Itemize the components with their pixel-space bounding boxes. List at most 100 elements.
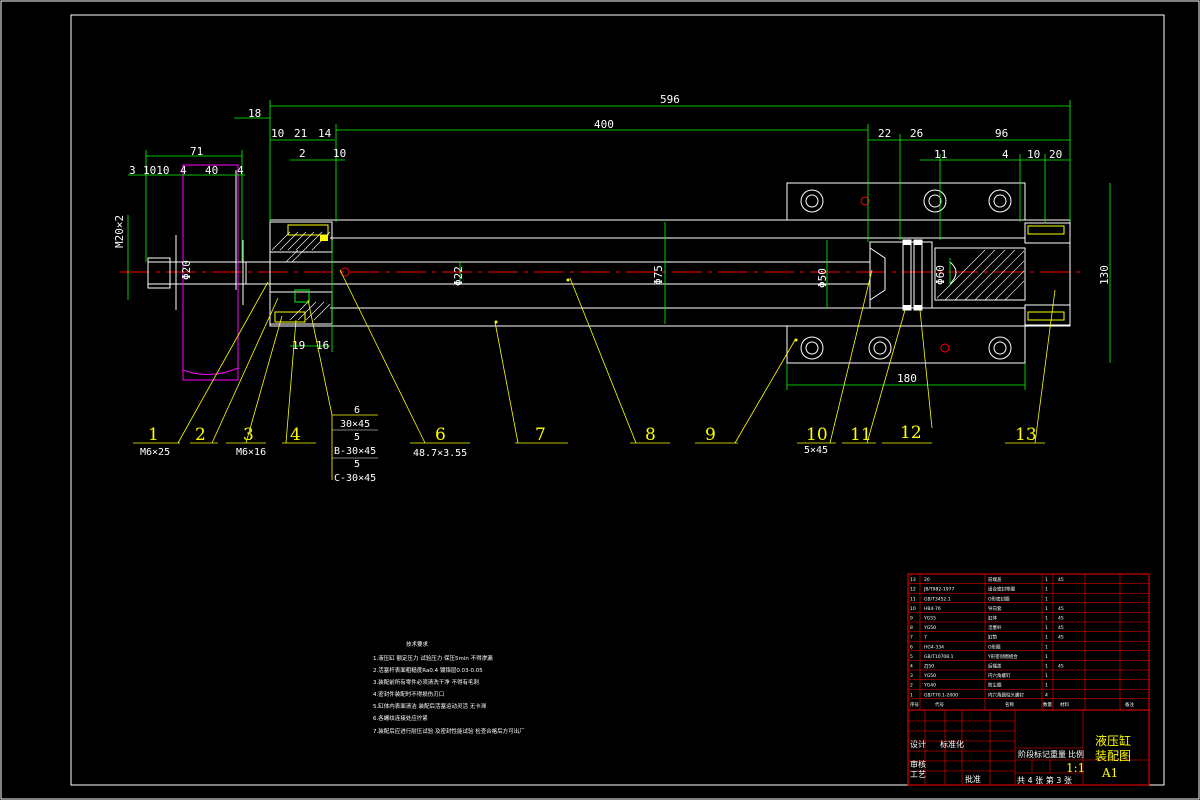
dim-2: 2 (299, 147, 306, 160)
bom-cell: 1 (910, 692, 913, 698)
svg-text:7.装配后应进行耐压试验 及密封性能试验 检查合格后方可出厂: 7.装配后应进行耐压试验 及密封性能试验 检查合格后方可出厂 (373, 727, 525, 735)
bom-cell: 1 (1045, 635, 1048, 641)
dim-10r: 10 (1027, 148, 1040, 161)
dim-4l: 4 (180, 164, 187, 177)
dim-21: 21 (294, 127, 307, 140)
bom-cell: 1 (1045, 683, 1048, 689)
dim-22: 22 (878, 127, 891, 140)
svg-text:设计: 设计 (910, 739, 926, 749)
bom-cell: GB/T70.1-2000 (924, 692, 958, 698)
bom-cell: 内六角螺钉 (988, 672, 1011, 679)
svg-text:重量: 重量 (1050, 749, 1066, 759)
bom-cell: 6 (910, 644, 913, 650)
part-6-note: 48.7×3.55 (413, 448, 467, 459)
dim-14: 14 (318, 127, 332, 140)
sheet-info: 共 4 张 第 3 张 (1017, 775, 1072, 785)
dim-40: 40 (205, 164, 218, 177)
part5-stack: 6 30×45 5 B-30×45 5 C-30×45 (332, 405, 378, 484)
part-7: 7 (535, 425, 546, 445)
bom-cell: 缸体 (988, 615, 997, 622)
bom-header: 材料 (1060, 701, 1069, 708)
svg-text:6: 6 (354, 405, 360, 416)
bom-cell: HB4-76 (924, 606, 941, 612)
bom-cell: Y形密封圈组合 (987, 653, 1018, 660)
part-10-note: 5×45 (804, 445, 828, 456)
side-dimensions: M20×2 Φ20 Φ22 Φ75 Φ50 Φ60 130 180 19 16 (113, 215, 1111, 385)
title-block: 设计 审核 工艺 批准 标准化 阶段标记 重量 比例 液压缸 装配图 1:1 共… (907, 709, 1150, 786)
dim-11: 11 (934, 148, 947, 161)
bom-cell: 20 (924, 577, 930, 583)
part-1: 1 (148, 425, 159, 445)
bom-cell: 4 (910, 664, 913, 670)
bom-cell: 45 (1058, 577, 1064, 583)
part-3: 3 (243, 425, 254, 445)
front-gland (269, 221, 333, 325)
dim-overall: 596 (660, 93, 680, 106)
dim-phi60: Φ60 (934, 265, 947, 285)
bom-cell: 前端盖 (988, 576, 1002, 583)
bom-cell: 7 (910, 635, 913, 641)
dim-71: 71 (190, 145, 203, 158)
bom-cell: 1 (1045, 625, 1048, 631)
dim-phi50: Φ50 (816, 268, 829, 288)
bom-cell: O形圈 (988, 643, 1001, 650)
bom-cell: 4 (1045, 692, 1048, 698)
bom-cell: 后端盖 (988, 663, 1002, 670)
paper-size: A1 (1101, 766, 1118, 780)
dim-10b: 10 (333, 147, 346, 160)
part-2: 2 (195, 425, 206, 445)
svg-text:C-30×45: C-30×45 (334, 473, 376, 484)
part-labels: 1 M6×25 2 3 M6×16 4 6 48.7×3.55 7 8 9 10… (140, 423, 1037, 459)
bom-header: 序号 (910, 701, 919, 708)
bom-cell: 活塞杆 (988, 624, 1002, 631)
bom-cell: 内六角圆柱头螺钉 (988, 691, 1024, 698)
dim-180: 180 (897, 372, 917, 385)
dim-phi75: Φ75 (652, 265, 665, 285)
bom-header: 备注 (1125, 701, 1134, 708)
part-9: 9 (705, 425, 716, 445)
dim-16: 16 (316, 339, 329, 352)
dim-18: 18 (248, 107, 261, 120)
bom-cell: 1 (1045, 587, 1048, 593)
bom-cell: GB/T3452.1 (924, 596, 951, 602)
bom-cell: 45 (1058, 616, 1064, 622)
bom-cell: 45 (1058, 635, 1064, 641)
bom-cell: 缸筒 (988, 634, 997, 641)
svg-text:5: 5 (354, 459, 360, 470)
bom-cell: 13 (910, 577, 916, 583)
svg-text:3.装配前所有零件必须清洗干净 不得有毛刺: 3.装配前所有零件必须清洗干净 不得有毛刺 (373, 678, 479, 686)
bom-header: 名称 (1005, 701, 1014, 708)
bom-cell: 5 (910, 654, 913, 660)
bom-cell: YG55 (923, 616, 936, 622)
bom-cell: 45 (1058, 664, 1064, 670)
bom-cell: 防尘圈 (988, 682, 1002, 689)
bom-cell: 7 (924, 635, 927, 641)
bom-header: 数量 (1043, 701, 1052, 708)
bom-cell: YG50 (923, 625, 936, 631)
dim-4l2: 4 (237, 164, 244, 177)
bom-cell: 1 (1045, 654, 1048, 660)
piston-rod (246, 261, 870, 285)
rod-end (147, 164, 247, 381)
svg-text:审核: 审核 (910, 759, 926, 769)
bom-cell: 1 (1045, 577, 1048, 583)
svg-text:5.缸体内表面清洁 装配后活塞运动灵活 无卡滞: 5.缸体内表面清洁 装配后活塞运动灵活 无卡滞 (373, 702, 487, 710)
dim-96: 96 (995, 127, 1008, 140)
dim-phi22: Φ22 (452, 266, 465, 286)
svg-text:1.液压缸 额定压力 试验压力 保压5min 不得渗漏: 1.液压缸 额定压力 试验压力 保压5min 不得渗漏 (373, 654, 493, 662)
bom-cell: 1 (1045, 606, 1048, 612)
leader-lines (133, 269, 1056, 480)
scale: 1:1 (1066, 761, 1085, 775)
bom-cell: 组合密封垫圈 (988, 586, 1015, 593)
dimension-lines (127, 100, 1111, 390)
bom-cell: 3 (910, 673, 913, 679)
part-1-note: M6×25 (140, 447, 170, 458)
bom-cell: 2 (910, 683, 913, 689)
svg-text:30×45: 30×45 (340, 419, 370, 430)
bom-cell: 9 (910, 616, 913, 622)
dim-3: 3 (129, 164, 136, 177)
svg-text:比例: 比例 (1068, 749, 1084, 759)
bom-cell: O形密封圈 (988, 595, 1010, 602)
